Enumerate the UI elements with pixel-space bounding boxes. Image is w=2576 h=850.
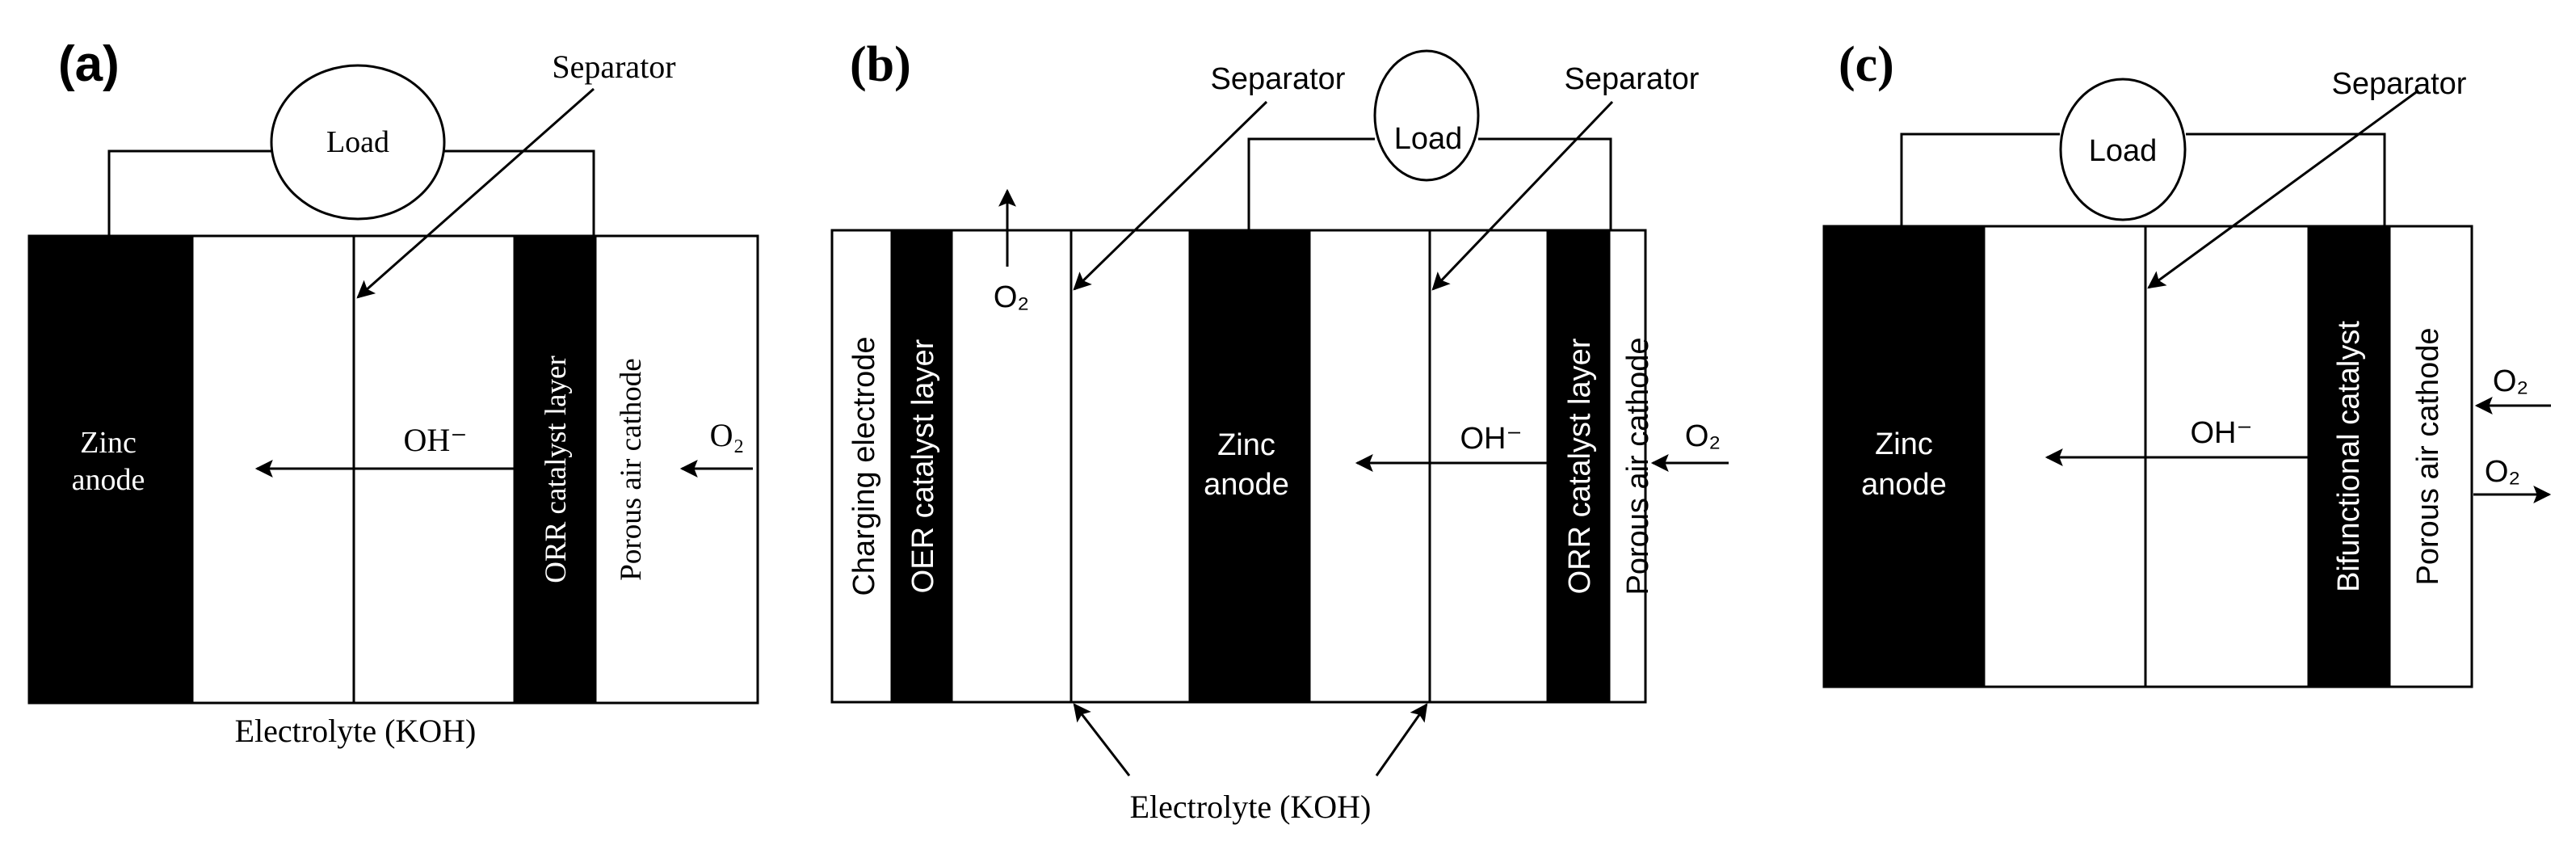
- panel-c-cathode-label: Porous air cathode: [2411, 328, 2445, 586]
- panel-a-load-circle: [270, 64, 446, 221]
- panel-a-zinc-label-1: Zinc: [80, 426, 137, 460]
- panel-a-cathode-label: Porous air cathode: [615, 358, 648, 580]
- panel-c-bifunctional-label: Bifunctional catalyst: [2332, 321, 2366, 592]
- panel-c-zinc-label-2: anode: [1861, 468, 1947, 502]
- panel-c-load-label: Load: [2089, 134, 2158, 168]
- panel-c-zinc-label-1: Zinc: [1875, 427, 1933, 461]
- panel-c-zinc-anode: [1822, 225, 1986, 688]
- panel-c-bifunctional-layer: [2307, 225, 2391, 688]
- panel-b-separator-left-arrow: [1073, 100, 1268, 291]
- panel-a-load-label: Load: [326, 125, 389, 159]
- panel-b-oxygen-in-label: O₂: [1685, 419, 1721, 453]
- panel-b: (b) Load Charging electrode OER catalyst…: [830, 37, 1729, 825]
- panel-b-load-wire: [1247, 137, 1612, 230]
- panel-a-oxygen-label: O₂: [710, 417, 745, 453]
- panel-b-oxygen-out-label: O₂: [994, 280, 1029, 314]
- panel-b-load-label: Load: [1394, 122, 1463, 156]
- panel-a-orr-label: ORR catalyst layer: [540, 356, 573, 583]
- panel-a-load-wire: [107, 149, 595, 236]
- panel-b-zinc-label-1: Zinc: [1217, 428, 1275, 462]
- panel-a-separator-arrow: [356, 87, 595, 299]
- panel-a-zinc-label-2: anode: [72, 463, 145, 497]
- panel-b-load-circle: [1373, 49, 1480, 182]
- panel-c-separator-arrow: [2147, 89, 2419, 289]
- panel-a-zinc-anode: [27, 234, 194, 705]
- panel-c-hydroxide-label: OH⁻: [2190, 416, 2252, 450]
- panel-a: (a) Load Zinc anode ORR catalyst layer P…: [27, 36, 759, 749]
- panel-c: (c) Load Zinc anode Bifunctional catalys…: [1822, 37, 2552, 688]
- panel-c-load-wire: [1900, 133, 2386, 226]
- panel-c-separator-label: Separator: [2332, 67, 2467, 101]
- panel-b-zinc-anode: [1188, 229, 1311, 704]
- panel-b-charging-label: Charging electrode: [847, 336, 881, 595]
- panel-b-orr-label: ORR catalyst layer: [1563, 338, 1597, 594]
- panel-b-electrolyte-arrow-right: [1375, 703, 1428, 776]
- panel-b-hydroxide-label: OH⁻: [1460, 422, 1522, 456]
- panel-c-label: (c): [1838, 37, 1894, 92]
- panel-b-separator-right-arrow: [1431, 100, 1614, 291]
- panel-b-electrolyte-arrow-left: [1073, 703, 1131, 776]
- panel-b-electrolyte-label: Electrolyte (KOH): [1130, 789, 1372, 825]
- panel-b-zinc-label-2: anode: [1204, 468, 1289, 502]
- panel-b-separator-right-label: Separator: [1565, 62, 1700, 96]
- panel-c-load-circle: [2059, 78, 2187, 221]
- panel-b-oer-label: OER catalyst layer: [906, 339, 940, 593]
- panel-b-separator-left-label: Separator: [1211, 62, 1346, 96]
- panel-a-separator-label: Separator: [552, 48, 675, 85]
- panel-b-oer-layer: [890, 229, 953, 704]
- panel-c-oxygen-in-label: O₂: [2493, 364, 2528, 398]
- panel-c-oxygen-out-label: O₂: [2485, 455, 2520, 489]
- panel-b-orr-layer: [1546, 229, 1611, 704]
- panel-b-cathode-label: Porous air cathode: [1621, 338, 1655, 595]
- panel-b-label: (b): [850, 37, 911, 92]
- panel-a-electrolyte-label: Electrolyte (KOH): [235, 713, 477, 749]
- panel-a-label: (a): [58, 36, 120, 92]
- panel-a-hydroxide-label: OH⁻: [404, 422, 468, 458]
